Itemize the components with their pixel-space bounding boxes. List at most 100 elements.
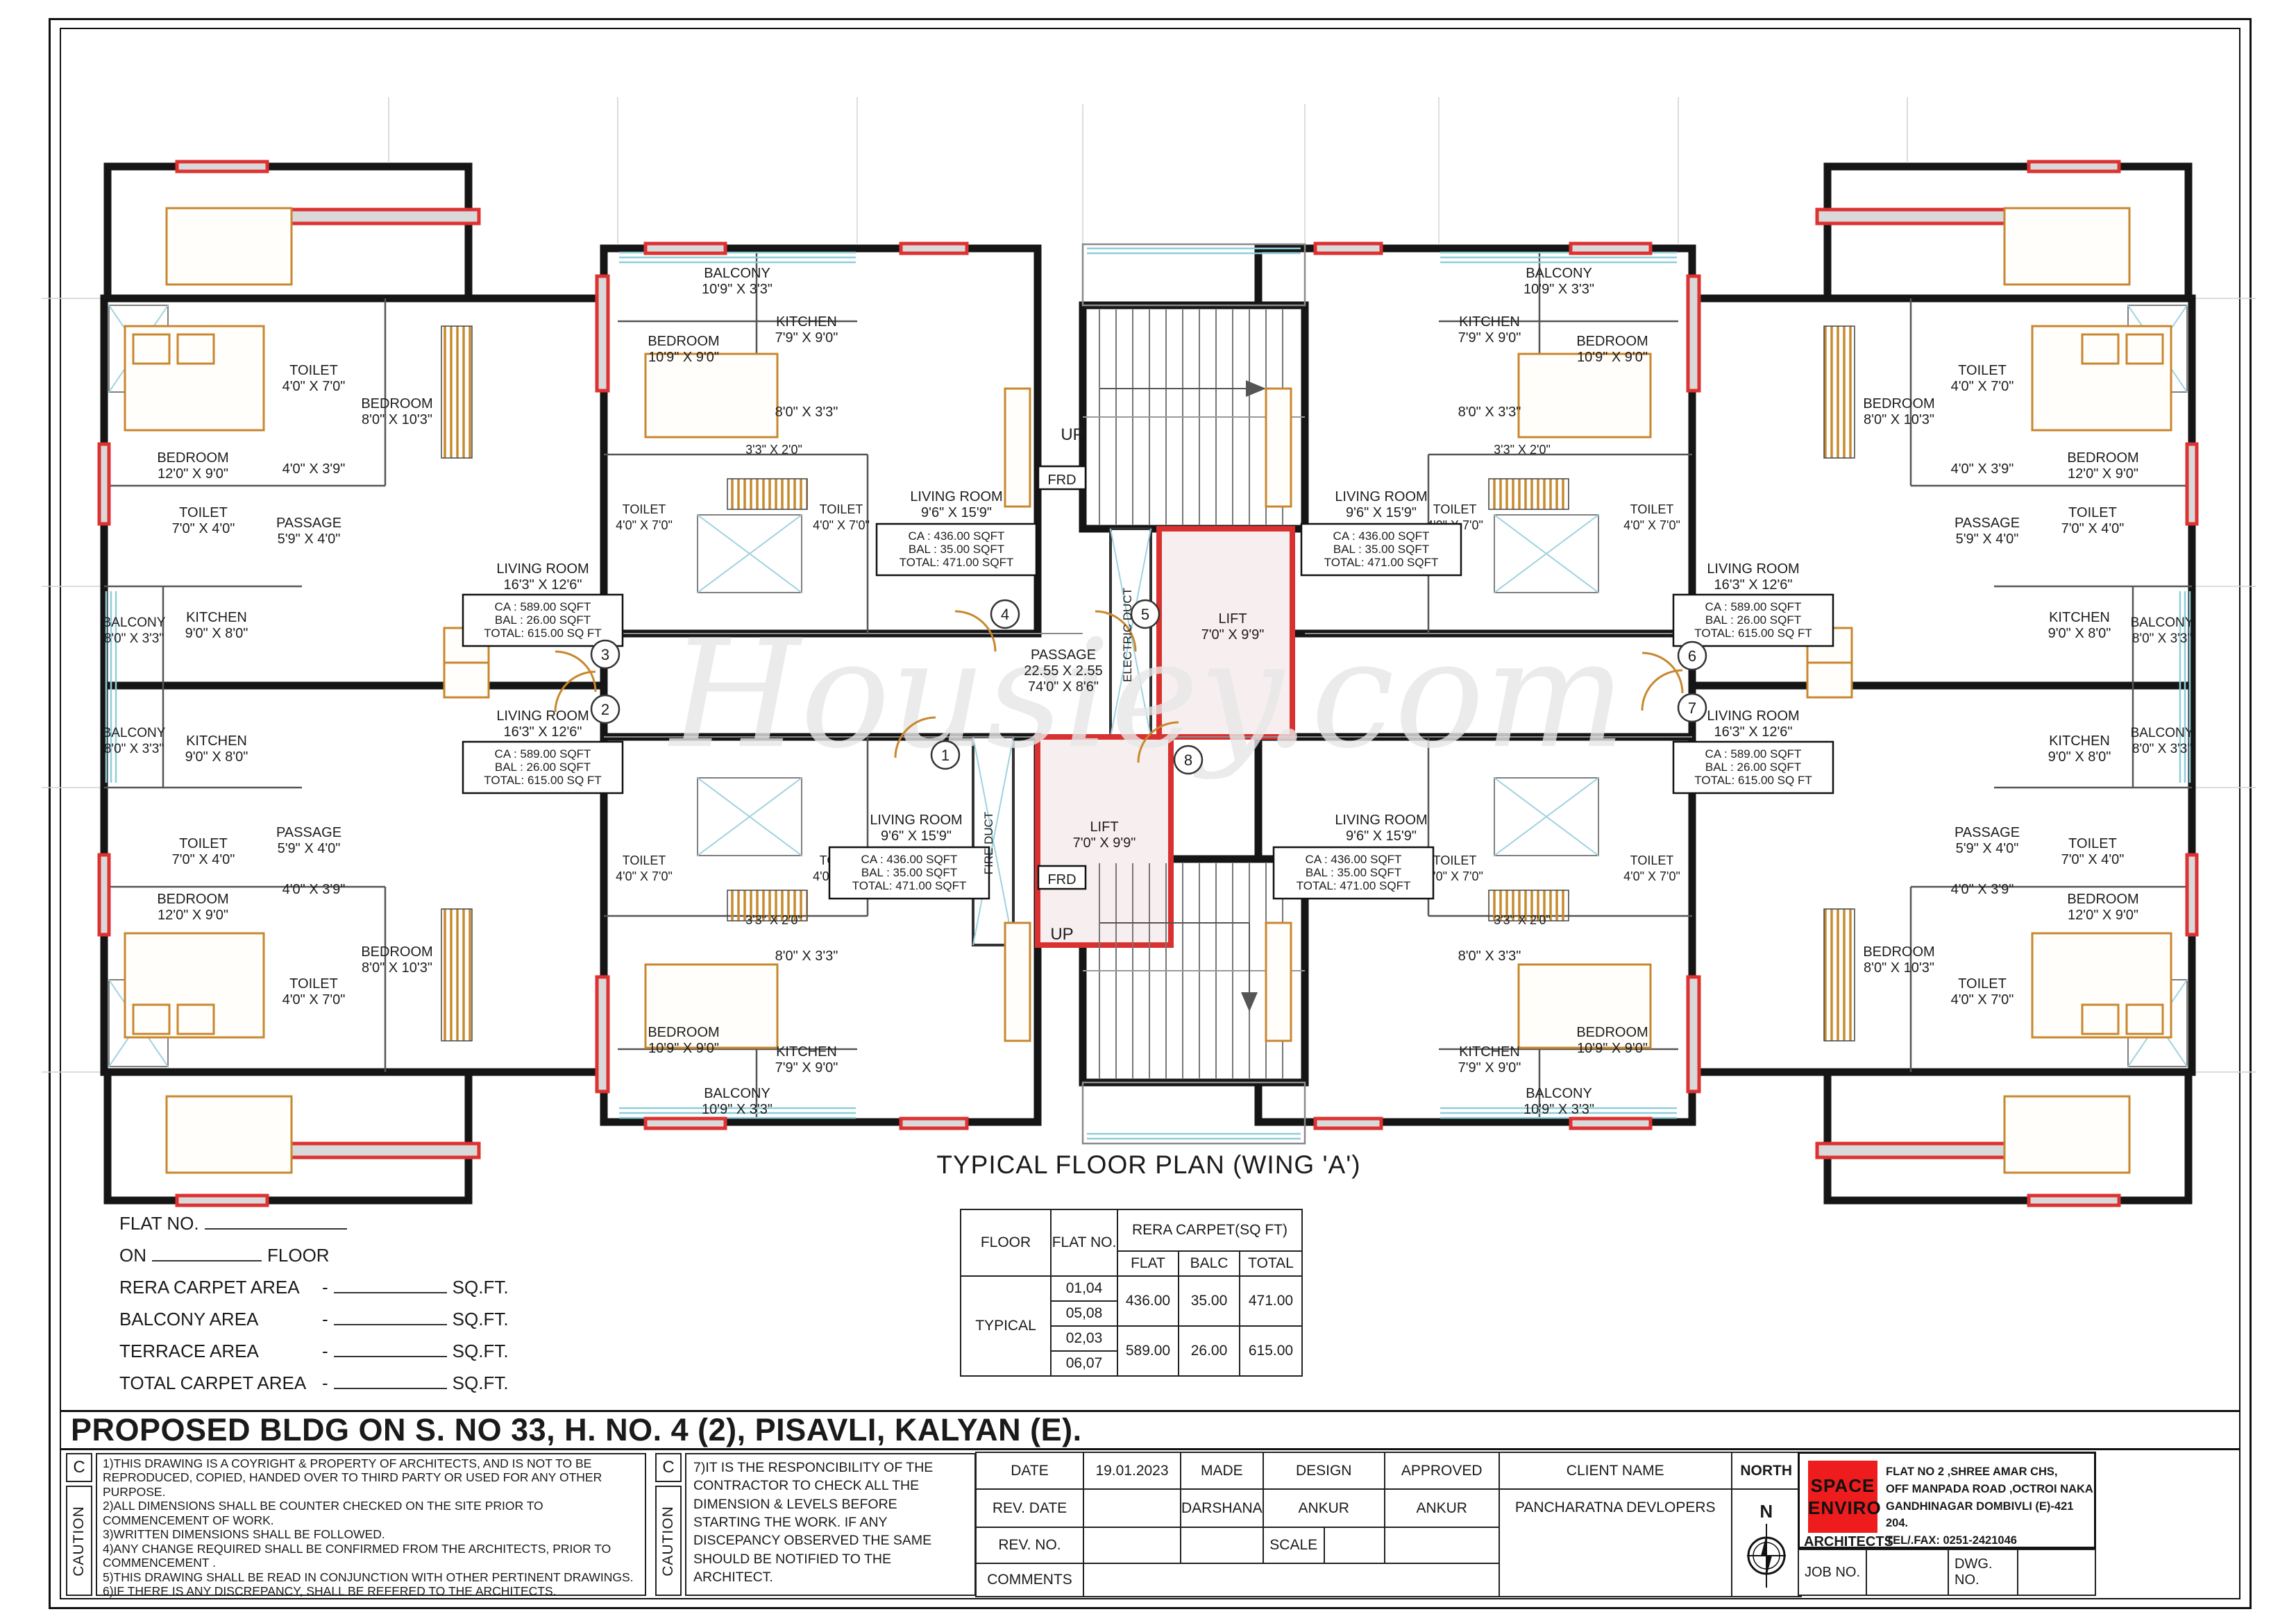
flat-number-circle xyxy=(1173,745,1204,775)
area-box xyxy=(462,740,624,794)
door-arc xyxy=(554,670,596,713)
tb-comments-label: COMMENTS xyxy=(975,1563,1084,1597)
dash: - xyxy=(322,1309,328,1329)
blank-line xyxy=(333,1277,447,1293)
flat-number: 1 xyxy=(941,747,949,764)
compass-icon xyxy=(1746,1524,1786,1588)
caution-note: 4)ANY CHANGE REQUIRED SHALL BE CONFIRMED… xyxy=(103,1541,611,1570)
job-no-value xyxy=(1867,1549,1949,1596)
door-arc xyxy=(1095,610,1137,652)
flat-number-circle xyxy=(1130,599,1160,629)
room-label: 8'0" X 3'3" xyxy=(775,949,838,964)
tb-rev-date-label: REV. DATE xyxy=(975,1488,1084,1528)
tb-north-label: NORTH xyxy=(1730,1452,1802,1490)
area-table-flats: 02,03 xyxy=(1050,1325,1118,1352)
area-box xyxy=(1300,522,1462,577)
form-label: TOTAL CARPET AREA xyxy=(119,1373,307,1393)
tb-date-label: DATE xyxy=(975,1452,1084,1490)
caution-tab-word: CAUTION xyxy=(655,1486,682,1596)
form-label: TERRACE AREA xyxy=(119,1341,259,1361)
tb-empty xyxy=(1180,1527,1264,1564)
room-label: 3'3" X 2'0" xyxy=(1494,913,1551,927)
room-label: 3'3" X 2'0" xyxy=(1494,443,1551,457)
flat-number-circle xyxy=(990,599,1020,629)
caution-tab: C CAUTION xyxy=(655,1453,682,1596)
caution-note: 1)THIS DRAWING IS A COYRIGHT & PROPERTY … xyxy=(103,1456,602,1499)
area-table-subheader-total: TOTAL xyxy=(1239,1250,1303,1277)
sheet-inner-border xyxy=(60,28,2240,1599)
room-label: 4'0" X 3'9" xyxy=(282,882,346,897)
architect-address: FLAT NO 2 ,SHREE AMAR CHS, OFF MANPADA R… xyxy=(1886,1463,2094,1549)
blank-line xyxy=(333,1341,447,1357)
caution-tab: C CAUTION xyxy=(66,1453,92,1596)
form-row-flat-no: FLAT NO. xyxy=(119,1213,536,1234)
caution-notes: 1)THIS DRAWING IS A COYRIGHT & PROPERTY … xyxy=(96,1453,646,1599)
form-row-terrace: TERRACE AREA-SQ.FT. xyxy=(119,1341,536,1362)
lift-shaft-top xyxy=(1156,526,1295,740)
caution-note: 6)IF THERE IS ANY DISCREPANCY, SHALL BE … xyxy=(103,1584,557,1599)
blank-line xyxy=(333,1309,447,1325)
area-box xyxy=(828,846,990,900)
form-row-total: TOTAL CARPET AREA-SQ.FT. xyxy=(119,1373,536,1394)
flat-number-circle xyxy=(1677,640,1707,671)
tb-design-label: DESIGN xyxy=(1262,1452,1385,1490)
watermark: Housiey.com xyxy=(668,607,1626,781)
flat-number: 4 xyxy=(1001,606,1009,623)
door-arc xyxy=(1137,721,1179,763)
main-title-bar: PROPOSED BLDG ON S. NO 33, H. NO. 4 (2),… xyxy=(60,1410,2240,1450)
tb-approved-value: ANKUR xyxy=(1383,1488,1500,1528)
room-label: UP xyxy=(1050,925,1073,944)
flat-number-circle xyxy=(930,740,961,770)
address-line: OFF MANPADA ROAD ,OCTROI NAKA xyxy=(1886,1482,2093,1495)
unit-label: SQ.FT. xyxy=(452,1277,509,1298)
dash: - xyxy=(322,1341,328,1361)
form-row-balcony: BALCONY AREA-SQ.FT. xyxy=(119,1309,536,1330)
tb-rev-date-value xyxy=(1083,1488,1181,1528)
tb-design-value: ANKUR xyxy=(1262,1488,1385,1528)
area-table-flats: 01,04 xyxy=(1050,1275,1118,1302)
job-dwg-strip: JOB NO. DWG. NO. xyxy=(1798,1549,2096,1596)
architect-logo: SPACE ENVIRO xyxy=(1808,1461,1881,1533)
caution-note: 5)THIS DRAWING SHALL BE READ IN CONJUNCT… xyxy=(103,1570,634,1584)
blank-line xyxy=(204,1213,347,1230)
corridor-lines xyxy=(604,633,1692,738)
dwg-no-label: DWG. NO. xyxy=(1949,1549,2018,1596)
flat-number-circle xyxy=(1677,692,1707,723)
area-box xyxy=(1672,593,1834,647)
tb-north-cell: N xyxy=(1730,1488,1802,1597)
caution-block-2: C CAUTION 7)IT IS THE RESPONCIBILITY OF … xyxy=(655,1453,976,1596)
tb-scale-value xyxy=(1323,1527,1385,1564)
blank-line xyxy=(333,1373,447,1389)
room-label: 4'0" X 3'9" xyxy=(282,461,346,477)
caution-note: 3)WRITTEN DIMENSIONS SHALL BE FOLLOWED. xyxy=(103,1527,385,1542)
